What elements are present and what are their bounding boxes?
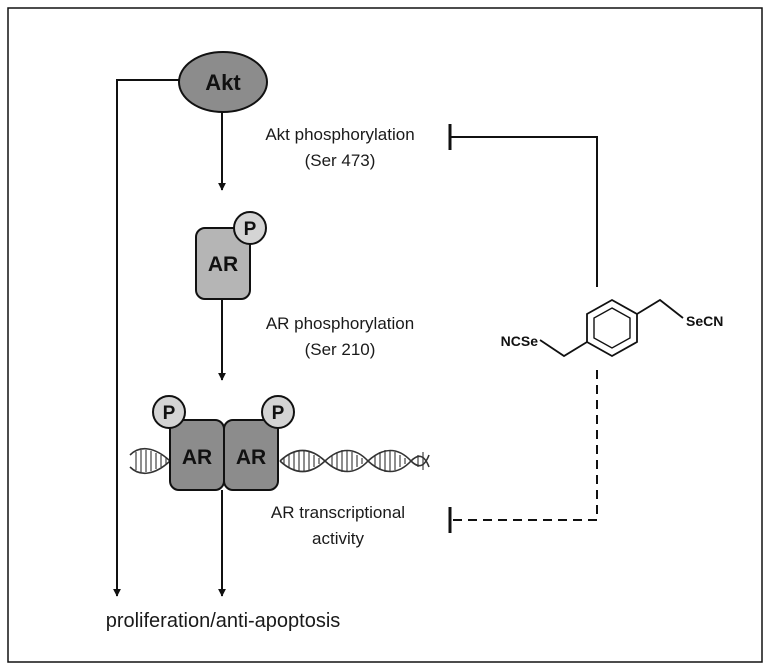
outcome-label: proliferation/anti-apoptosis [106,610,341,632]
inhibition-ar-transcription [448,370,598,533]
ar-transcriptional-label: AR transcriptional [271,503,405,522]
phosphate-badge [233,211,267,245]
ar-dimer-right-box [223,419,279,491]
phosphate-badge-left [152,395,186,429]
phosphate-label-left: P [163,403,176,424]
ar-transcriptional-activity-label: activity [312,529,364,548]
dna-rungs [135,450,424,472]
akt-phosphorylation-label: Akt phosphorylation [265,125,414,144]
akt-phosphorylation-site-label: (Ser 473) [305,151,376,170]
ar-dimer-right-label: AR [236,446,266,469]
akt-direct-arrow [113,79,180,597]
phosphate-label-right: P [272,403,285,424]
ar-phosphorylation-site-label: (Ser 210) [305,340,376,359]
benzene-inner-ring [593,307,631,349]
compound-structure: SeCN NCSe [501,298,723,358]
selenocyanate-left-label: NCSe [501,333,539,349]
phosphate-label: P [244,219,257,240]
ar-phosphorylation-label: AR phosphorylation [266,314,414,333]
bond-right-ch2 [636,298,684,319]
inhibition-line-dashed [450,370,598,521]
inhibition-line-solid [450,136,598,287]
ar-dimer-left-label: AR [182,446,212,469]
ar-dimer: AR AR P P [152,395,295,491]
ar-phosphorylated-node: AR P [195,211,267,300]
dna-helix [129,448,430,474]
akt-node: Akt [178,51,268,113]
inhibition-akt-phosphorylation [448,124,598,287]
phosphate-badge-right [261,395,295,429]
ar-label: AR [208,253,238,276]
dna-strand-bottom [129,449,430,474]
bond-left-ch2 [539,339,588,358]
akt-label: Akt [205,70,241,95]
figure-border [7,7,763,663]
selenocyanate-right-label: SeCN [686,313,723,329]
